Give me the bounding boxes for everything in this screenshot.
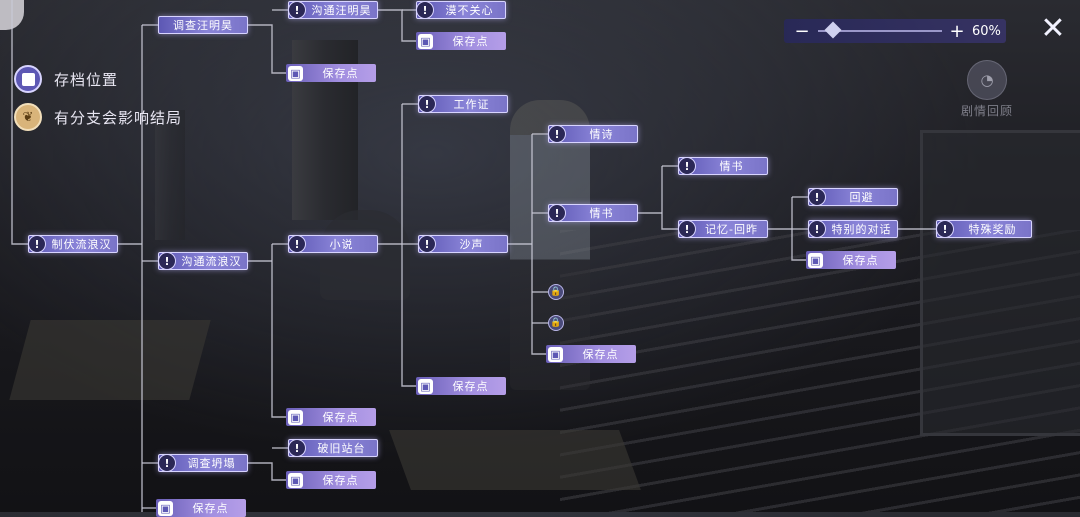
branch-leaf-icon: ❦ [14, 103, 42, 131]
branch-icon: ! [808, 188, 826, 206]
node-avoid[interactable]: ! 回避 [808, 188, 898, 206]
node-label: 保存点 [842, 254, 879, 267]
node-label: 情书 [719, 160, 744, 173]
node-label: 保存点 [452, 35, 489, 48]
node-label: 保存点 [322, 67, 359, 80]
node-label: 调查汪明昊 [173, 19, 233, 32]
node-indifferent[interactable]: ! 漠不关心 [416, 1, 506, 19]
zoom-control: − + 60% [784, 19, 1006, 43]
node-label: 情书 [589, 207, 614, 220]
node-label: 情诗 [589, 128, 614, 141]
node-love-poem[interactable]: ! 情诗 [548, 125, 638, 143]
node-label: 沟通流浪汉 [181, 255, 242, 268]
node-work-card[interactable]: ! 工作证 [418, 95, 508, 113]
legend-save-label: 存档位置 [54, 70, 119, 89]
branch-icon: ! [936, 220, 954, 238]
zoom-in-button[interactable]: + [949, 20, 965, 42]
node-memory-yesterday[interactable]: ! 记忆-回昨 [678, 220, 768, 238]
zoom-percent: 60% [972, 23, 1001, 39]
node-label: 特别的对话 [831, 223, 892, 236]
node-save-point[interactable]: ▣ 保存点 [286, 471, 376, 489]
node-investigate-collapse[interactable]: ! 调查坍塌 [158, 454, 248, 472]
node-label: 沙声 [459, 238, 484, 251]
branch-icon: ! [548, 125, 566, 143]
story-review-label: 剧情回顾 [960, 104, 1013, 118]
save-icon: ▣ [418, 378, 433, 394]
zoom-slider[interactable] [818, 21, 942, 39]
save-icon [14, 65, 42, 93]
node-novel[interactable]: ! 小说 [288, 235, 378, 253]
branch-icon: ! [288, 235, 306, 253]
zoom-slider-thumb[interactable] [824, 21, 842, 39]
branch-icon: ! [678, 220, 696, 238]
node-label: 制伏流浪汉 [51, 238, 112, 251]
branch-icon: ! [288, 439, 306, 457]
node-investigate-wang[interactable]: 调查汪明昊 [158, 16, 248, 34]
save-icon: ▣ [548, 346, 563, 362]
locked-node-lock-icon: 🔒 [548, 284, 564, 300]
node-save-point[interactable]: ▣ 保存点 [806, 251, 896, 269]
node-label: 调查坍塌 [187, 457, 236, 470]
save-icon: ▣ [288, 409, 303, 425]
node-label: 破旧站台 [317, 442, 366, 455]
save-icon: ▣ [158, 500, 173, 516]
branch-icon: ! [418, 235, 436, 253]
story-review-button[interactable]: ◔ 剧情回顾 [954, 60, 1020, 119]
locked-node-lock-icon: 🔒 [548, 315, 564, 331]
branch-icon: ! [288, 1, 306, 19]
node-label: 保存点 [192, 502, 229, 515]
node-save-point[interactable]: ▣ 保存点 [156, 499, 246, 517]
branch-icon: ! [158, 454, 176, 472]
node-label: 保存点 [582, 348, 619, 361]
branch-icon: ! [28, 235, 46, 253]
node-label: 记忆-回昨 [705, 223, 758, 236]
node-save-point[interactable]: ▣ 保存点 [286, 64, 376, 82]
zoom-out-button[interactable]: − [794, 20, 810, 42]
save-icon: ▣ [288, 65, 303, 81]
legend-save: 存档位置 [14, 62, 182, 96]
node-label: 小说 [329, 238, 354, 251]
branch-icon: ! [158, 252, 176, 270]
node-label: 工作证 [453, 98, 490, 111]
node-subdue-vagrant[interactable]: ! 制伏流浪汉 [28, 235, 118, 253]
save-icon: ▣ [418, 33, 433, 49]
branch-icon: ! [808, 220, 826, 238]
branch-icon: ! [418, 95, 436, 113]
legend-branch-label: 有分支会影响结局 [54, 108, 183, 127]
node-talk-vagrant[interactable]: ! 沟通流浪汉 [158, 252, 248, 270]
node-talk-wang[interactable]: ! 沟通汪明昊 [288, 1, 378, 19]
save-icon: ▣ [288, 472, 303, 488]
node-label: 漠不关心 [445, 4, 494, 17]
node-label: 沟通汪明昊 [311, 4, 372, 17]
node-save-point[interactable]: ▣ 保存点 [416, 32, 506, 50]
branch-icon: ! [678, 157, 696, 175]
background-sitting-character [320, 210, 410, 300]
node-label: 保存点 [322, 474, 359, 487]
legend: 存档位置 ❦ 有分支会影响结局 [14, 62, 182, 138]
node-old-platform[interactable]: ! 破旧站台 [288, 439, 378, 457]
save-icon: ▣ [808, 252, 823, 268]
node-love-letter[interactable]: ! 情书 [678, 157, 768, 175]
branch-icon: ! [416, 1, 434, 19]
node-label: 保存点 [322, 411, 359, 424]
node-label: 回避 [849, 191, 874, 204]
branch-icon: ! [548, 204, 566, 222]
node-special-reward[interactable]: ! 特殊奖励 [936, 220, 1032, 238]
node-label: 特殊奖励 [968, 223, 1017, 236]
node-love-letter[interactable]: ! 情书 [548, 204, 638, 222]
background-character [510, 100, 590, 390]
legend-branch: ❦ 有分支会影响结局 [14, 100, 182, 134]
node-label: 保存点 [452, 380, 489, 393]
node-save-point[interactable]: ▣ 保存点 [546, 345, 636, 363]
node-save-point[interactable]: ▣ 保存点 [416, 377, 506, 395]
background-pillar [155, 110, 185, 240]
background-door [920, 130, 1080, 436]
node-special-talk[interactable]: ! 特别的对话 [808, 220, 898, 238]
node-save-point[interactable]: ▣ 保存点 [286, 408, 376, 426]
node-rustle[interactable]: ! 沙声 [418, 235, 508, 253]
story-review-icon: ◔ [967, 60, 1007, 100]
close-button[interactable]: ✕ [1040, 11, 1066, 46]
